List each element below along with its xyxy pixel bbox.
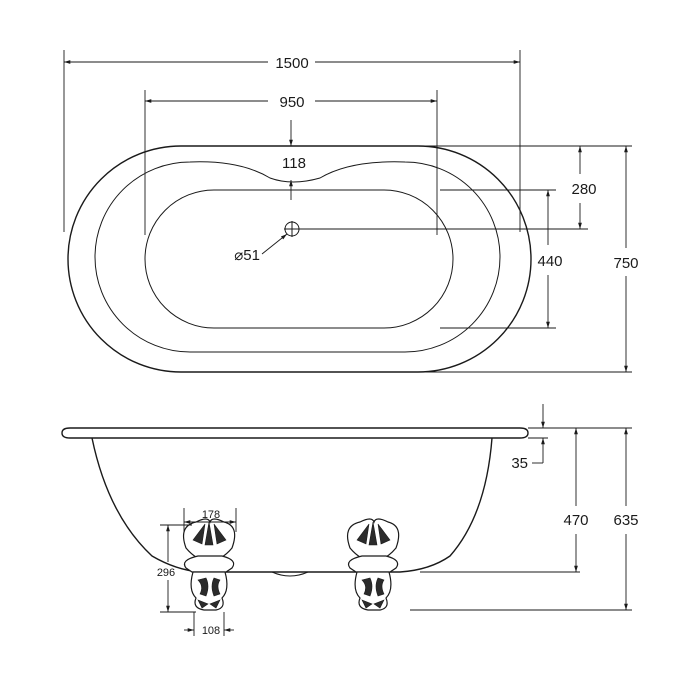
right-claw-foot [347, 518, 400, 611]
dim-overall-width: 750 [613, 255, 638, 272]
dim-inner-width: 440 [537, 253, 562, 270]
dim-rim-to-waste: 280 [571, 181, 596, 198]
side-rim [61, 427, 529, 439]
outer-rim-outline [67, 145, 532, 373]
side-dimensions: 35 470 635 178 296 108 [157, 404, 639, 637]
dim-overall-height: 635 [613, 512, 638, 529]
dim-waste-diameter: ⌀51 [234, 247, 260, 264]
side-view [61, 427, 529, 611]
plan-view [67, 145, 532, 373]
dim-rim-to-inner: 118 [282, 155, 306, 172]
side-body [91, 437, 493, 573]
dim-inner-depth: 470 [563, 512, 588, 529]
dim-foot-base-width: 108 [202, 625, 220, 637]
left-claw-foot [183, 518, 236, 611]
dim-inner-length: 950 [279, 94, 304, 111]
basin-outline [144, 189, 454, 329]
dim-overall-length: 1500 [275, 55, 308, 72]
dim-foot-height: 296 [157, 567, 175, 579]
inner-rim-outline [94, 161, 501, 353]
dim-rim-thickness: 35 [511, 455, 528, 472]
dim-foot-width: 178 [202, 509, 220, 521]
plan-dimensions: 1500 950 118 280 440 750 ⌀51 [63, 50, 639, 373]
